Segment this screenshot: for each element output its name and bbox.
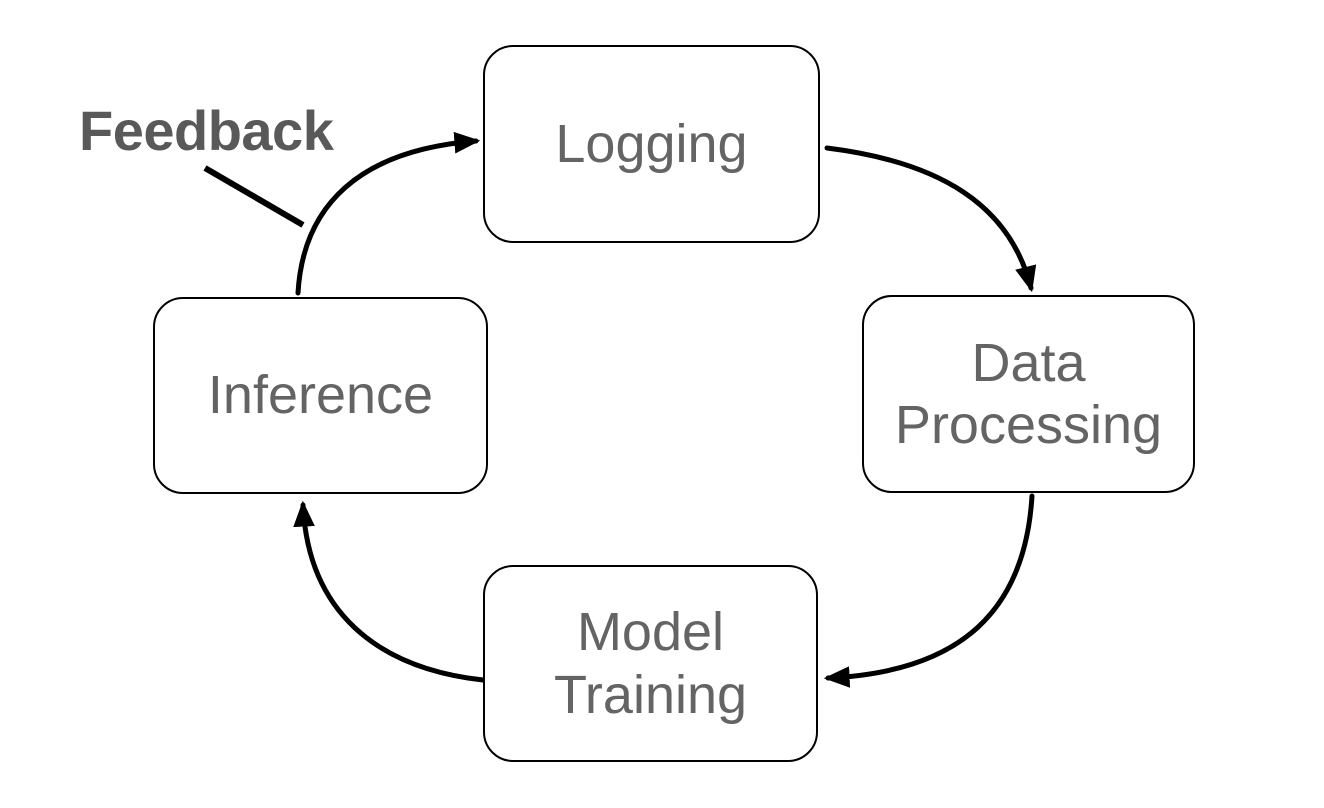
- node-model-training: Model Training: [483, 565, 818, 762]
- node-inference-label: Inference: [207, 365, 434, 426]
- node-inference: Inference: [153, 297, 488, 494]
- edge-model-training-to-inference: [293, 500, 486, 683]
- node-data-processing: Data Processing: [862, 295, 1195, 493]
- feedback-pointer-line: [203, 165, 305, 228]
- node-data-processing-label: Data Processing: [894, 332, 1163, 455]
- feedback-label: Feedback: [79, 99, 334, 162]
- edge-logging-to-data-processing: [824, 145, 1037, 293]
- edge-data-processing-to-model-training: [823, 493, 1035, 688]
- edge-inference-to-logging: [295, 131, 481, 296]
- node-logging-label: Logging: [555, 113, 748, 174]
- node-logging: Logging: [483, 45, 820, 243]
- node-model-training-label: Model Training: [553, 602, 748, 725]
